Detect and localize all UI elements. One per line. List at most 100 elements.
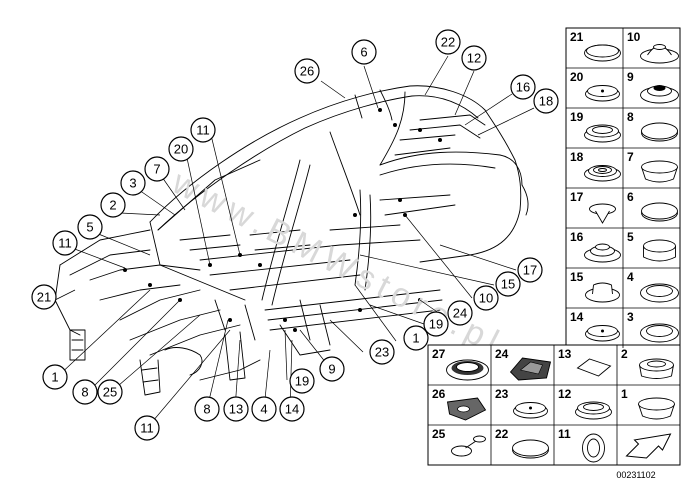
callout-16: 16 [510,74,536,100]
part-number: 16 [570,230,584,244]
ribbed-plug-icon [584,124,621,143]
callout-number: 12 [467,51,481,66]
flat-plug-icon [585,85,620,102]
part-number: 11 [558,427,571,441]
callout-22: 22 [435,29,461,55]
callout-number: 2 [109,198,116,213]
part-number: 12 [558,387,572,401]
callout-23: 23 [369,339,395,365]
pad-icon [576,358,612,377]
part-number: 14 [570,310,584,324]
part-cell-22: 22 [495,427,549,459]
callout-number: 7 [153,162,160,177]
callout-number: 15 [501,277,515,292]
callout-12: 12 [461,45,487,71]
part-cell-10: 10 [627,30,679,64]
part-number: 2 [621,347,628,361]
part-number: 21 [570,30,584,44]
part-cell-19: 19 [570,110,621,143]
part-cell-2: 2 [621,347,674,379]
callout-number: 6 [360,45,367,60]
callout-1: 1 [42,364,68,390]
part-cell-16: 16 [570,230,621,263]
part-cell-3: 3 [627,310,679,343]
part-number: 24 [495,347,509,361]
part-cell-5: 5 [627,230,676,262]
part-cell-13: 13 [558,347,612,377]
callout-number: 23 [375,345,389,360]
callout-8: 8 [72,379,98,405]
cup-plug-icon [585,282,620,303]
callout-6: 6 [351,39,377,65]
oval-grommet-icon [582,433,605,463]
part-number: 26 [432,387,446,401]
part-number: 18 [570,150,584,164]
tethered-plug-icon [451,435,486,457]
flat-disc-icon [641,122,678,142]
callout-number: 13 [229,402,243,417]
part-number: 3 [627,310,634,324]
callout-number: 11 [140,421,154,436]
part-number: 5 [627,230,634,244]
part-number: 22 [495,427,509,441]
callout-number: 3 [129,176,136,191]
callout-13: 13 [223,396,249,422]
part-cell-1: 1 [621,387,675,420]
callout-number: 1 [412,331,419,346]
domed-plug-icon [640,44,679,64]
large-grommet-icon [446,359,489,381]
callout-2: 2 [100,192,126,218]
part-cell-9: 9 [627,70,679,104]
callout-number: 26 [300,64,314,79]
deep-cap-icon [643,239,676,262]
callout-11: 11 [190,117,216,143]
part-number: 4 [627,270,634,284]
callout-number: 25 [103,385,117,400]
callout-17: 17 [517,257,543,283]
flat-disc-icon [512,439,549,459]
cap-plug-icon [641,160,678,183]
part-cell-20: 20 [570,70,620,102]
callout-21: 21 [31,284,57,310]
part-number: 15 [570,270,584,284]
callout-number: 1 [51,370,58,385]
round-grommet-icon [584,44,621,62]
foam-block-icon [509,357,552,381]
part-number: 19 [570,110,584,124]
callout-number: 5 [86,220,93,235]
callout-number: 20 [174,142,188,157]
part-cell-6: 6 [627,190,678,222]
callout-number: 22 [441,35,455,50]
callout-24: 24 [447,300,473,326]
callout-18: 18 [533,88,559,114]
callout-26: 26 [294,58,320,84]
callout-number: 11 [58,236,72,251]
part-cell-23: 23 [495,387,548,419]
flat-plug-icon [585,325,620,342]
part-cell-18: 18 [570,150,621,182]
callout-25: 25 [97,379,123,405]
part-number: 8 [627,110,634,124]
part-cell-arrow [625,433,672,459]
part-number: 7 [627,150,634,164]
part-cell-4: 4 [627,270,679,303]
callout-number: 10 [479,291,493,306]
ribbed-plug-icon [575,401,612,420]
callout-number: 9 [328,362,335,377]
part-cell-21: 21 [570,30,621,62]
clip-plug-icon [589,203,616,224]
cap-plug-icon [638,397,675,420]
part-cell-26: 26 [432,387,487,421]
part-cell-24: 24 [495,347,552,381]
flat-plug-icon [513,402,548,419]
callout-number: 19 [429,317,443,332]
part-cell-15: 15 [570,270,620,303]
callout-number: 8 [81,385,88,400]
stepped-grommet-icon [584,243,621,263]
callout-9: 9 [319,356,345,382]
part-number: 1 [621,387,628,401]
part-number: 25 [432,427,446,441]
